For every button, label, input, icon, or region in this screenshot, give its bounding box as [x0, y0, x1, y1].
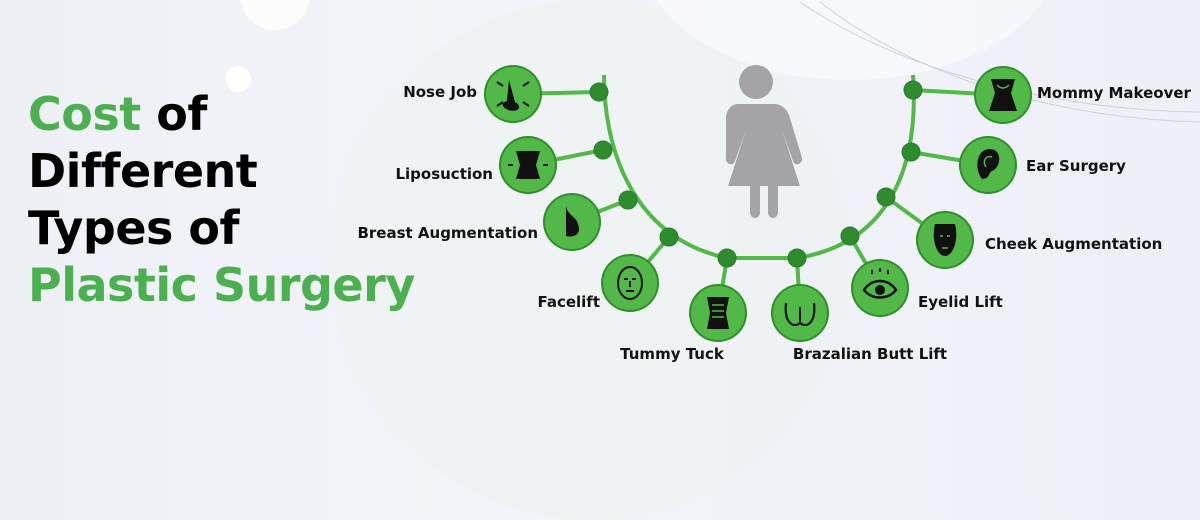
connector-arc	[602, 74, 916, 260]
connector-node	[589, 82, 609, 102]
title-accent-word: Cost	[28, 87, 141, 141]
title-line-3: Types of	[28, 201, 240, 255]
connector-node	[659, 227, 679, 247]
title-line-1-rest: of	[140, 87, 207, 141]
cheek-icon	[916, 211, 974, 269]
procedure-label: Cheek Augmentation	[985, 235, 1163, 253]
title-line-1: Cost of	[28, 86, 415, 143]
body-icon	[974, 66, 1032, 124]
connector-node	[787, 248, 807, 268]
face-icon	[601, 254, 659, 312]
connector-node	[903, 80, 923, 100]
procedures-diagram	[484, 1, 1200, 342]
tummy-icon	[689, 284, 747, 342]
procedure-label: Mommy Makeover	[1037, 84, 1191, 102]
procedure-label: Breast Augmentation	[357, 224, 538, 242]
waist-icon	[499, 136, 557, 194]
procedure-label: Tummy Tuck	[620, 345, 724, 363]
title-line-2: Different	[28, 144, 258, 198]
procedure-label: Ear Surgery	[1026, 157, 1126, 175]
breast-icon	[543, 193, 601, 251]
procedure-label: Facelift	[537, 293, 600, 311]
procedure-label: Nose Job	[403, 83, 477, 101]
connector-node	[840, 226, 860, 246]
connector-node	[876, 187, 896, 207]
connector-nodes	[589, 80, 923, 268]
connector-node	[901, 142, 921, 162]
buttocks-icon	[771, 284, 829, 342]
woman-figure-icon	[725, 65, 803, 218]
connector-node	[593, 140, 613, 160]
ear-icon	[959, 136, 1017, 194]
page-title: Cost of Different Types of Plastic Surge…	[28, 86, 415, 314]
procedure-label: Liposuction	[395, 165, 493, 183]
procedure-icons	[484, 65, 1032, 342]
eye-icon	[851, 259, 909, 317]
procedure-label: Eyelid Lift	[918, 293, 1003, 311]
title-line-4: Plastic Surgery	[28, 258, 415, 312]
connector-node	[618, 190, 638, 210]
nose-icon	[484, 65, 542, 123]
procedure-label: Brazalian Butt Lift	[792, 345, 948, 363]
connector-node	[717, 248, 737, 268]
